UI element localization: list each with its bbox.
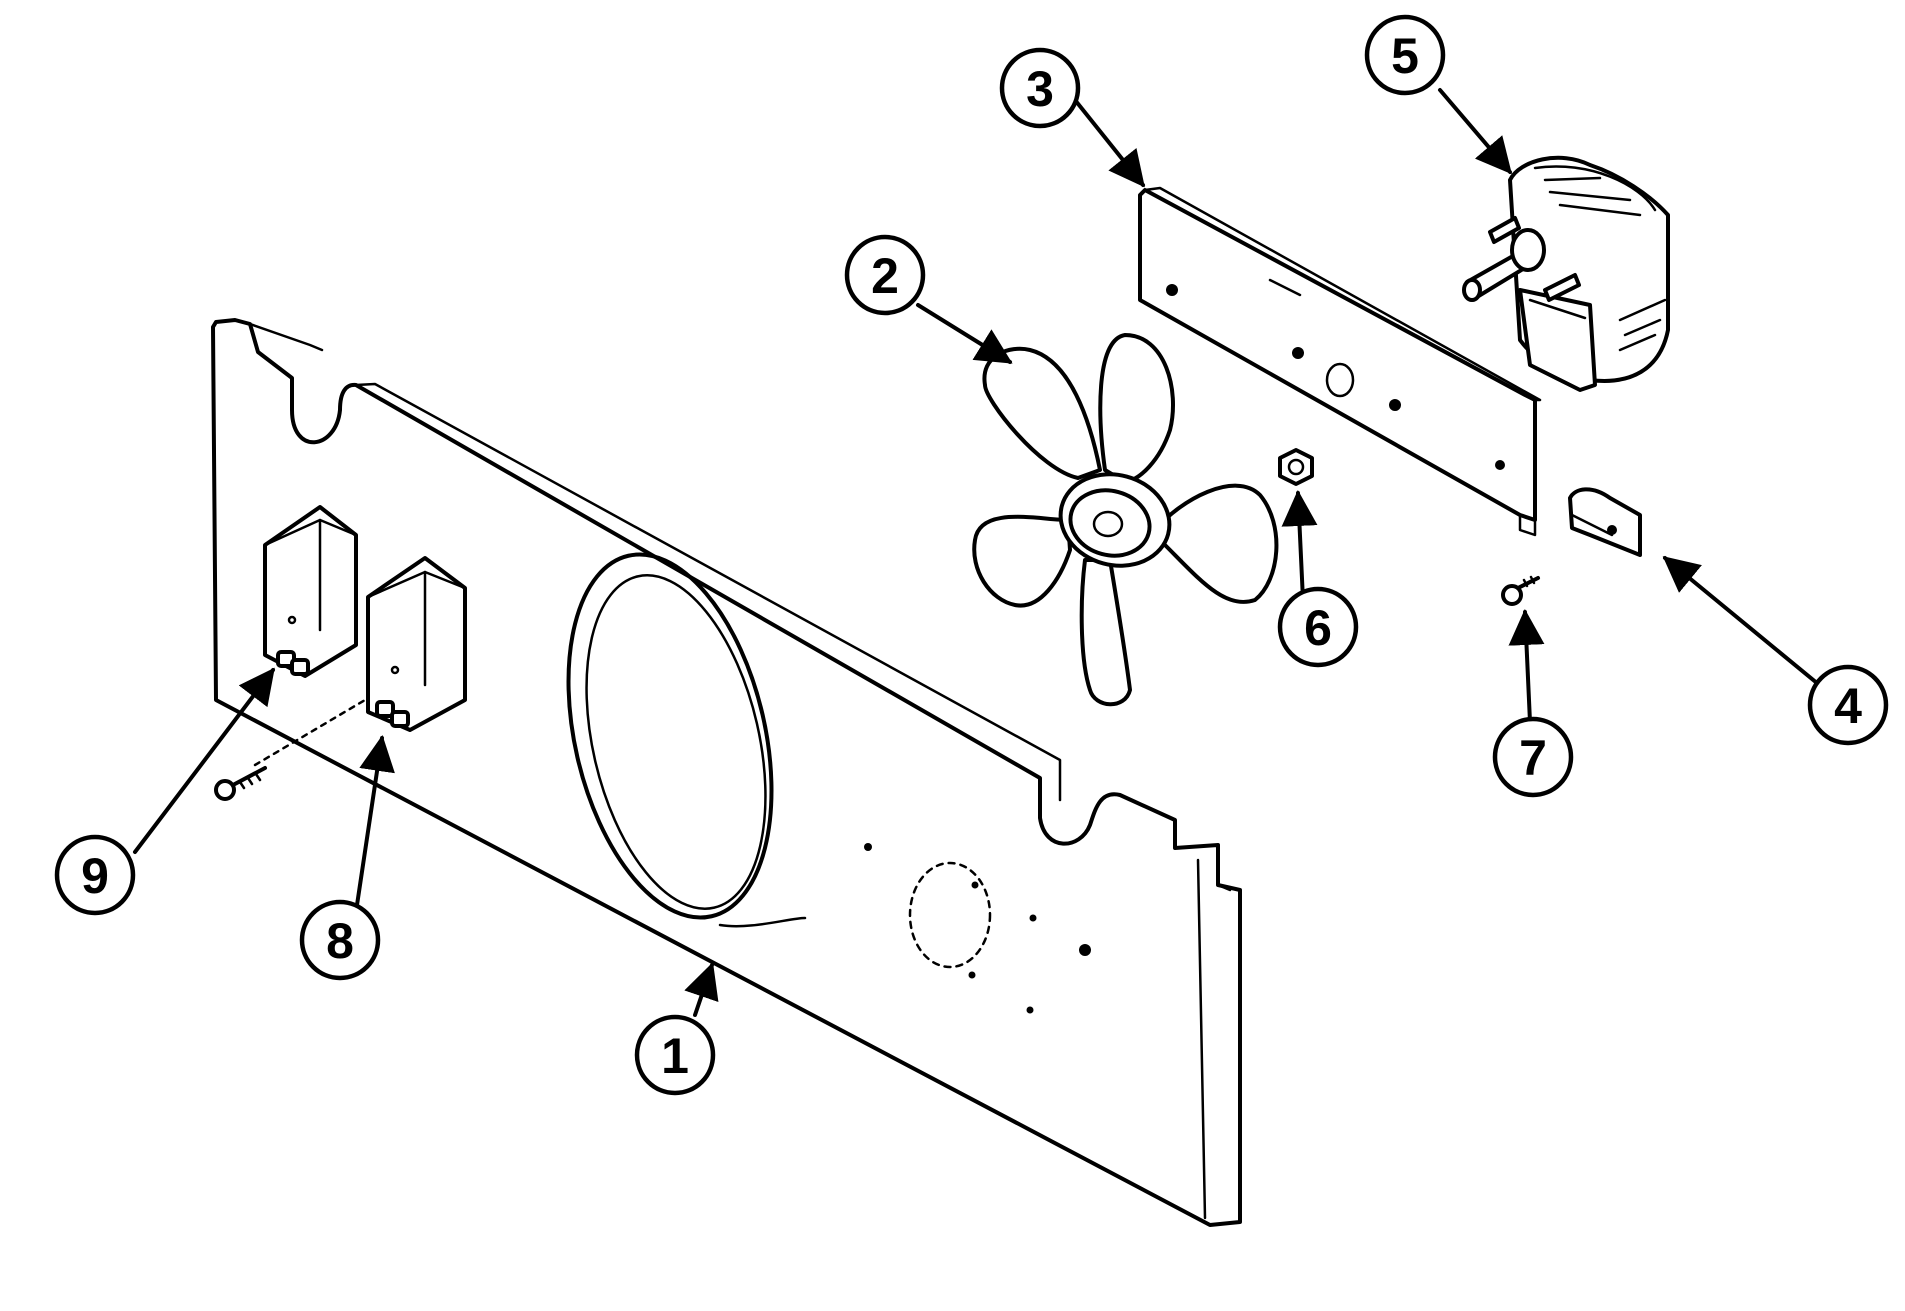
callout-6: 6 [1277,586,1359,668]
switch-right-part [366,556,467,732]
callout-7-label: 7 [1519,730,1547,786]
callout-1: 1 [634,1014,716,1096]
fan-blade-part [972,333,1279,707]
callout-7: 7 [1492,716,1574,798]
hex-nut-part [1278,448,1314,486]
callout-2: 2 [844,234,926,316]
callout-9: 9 [54,834,136,916]
screw-part [1501,575,1540,606]
callout-8: 8 [299,899,381,981]
clip-part [1568,487,1642,557]
callout-2-label: 2 [871,248,899,304]
leader-lines [133,88,1825,1017]
back-panel-part [211,318,1242,1227]
switch-left-part [263,505,358,678]
fan-motor-part [1462,155,1670,392]
callout-5-label: 5 [1391,28,1419,84]
mounting-screw [214,766,267,801]
callout-3-label: 3 [1026,61,1054,117]
callout-4-label: 4 [1834,678,1862,734]
motor-bracket-part [1138,186,1542,537]
callout-4: 4 [1807,664,1889,746]
callout-9-label: 9 [81,848,109,904]
callout-3: 3 [999,47,1081,129]
callout-6-label: 6 [1304,600,1332,656]
callout-1-label: 1 [661,1028,689,1084]
callout-5: 5 [1364,14,1446,96]
callout-8-label: 8 [326,913,354,969]
